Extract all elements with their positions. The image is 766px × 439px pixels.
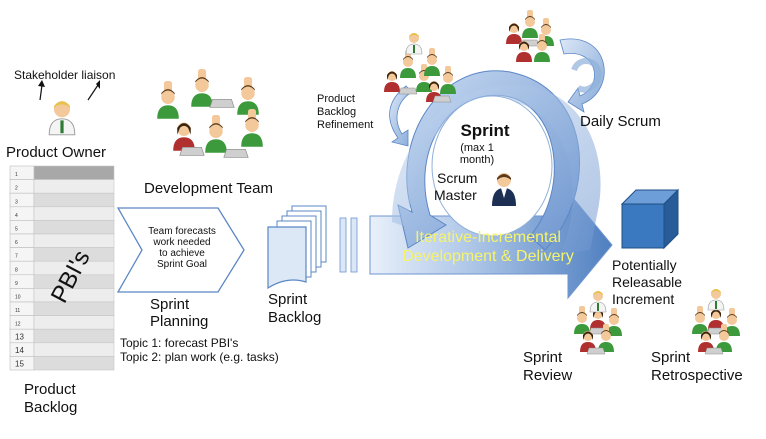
backlog-row-cell bbox=[33, 165, 115, 180]
backlog-row-number: 7 bbox=[15, 254, 18, 260]
arrow-bar-2 bbox=[350, 217, 358, 273]
increment-label-line1: Potentially bbox=[612, 257, 677, 273]
forecast-note-line2: work needed bbox=[152, 237, 210, 248]
backlog-row-number: 12 bbox=[15, 322, 21, 328]
stakeholder-arrow-left bbox=[39, 84, 43, 101]
stakeholder-arrowhead-right bbox=[96, 80, 100, 89]
sprint-retrospective-label-line2: Retrospective bbox=[651, 367, 743, 384]
sprint-backlog-stack-icon bbox=[267, 205, 327, 290]
daily-scrum-team-icon bbox=[506, 10, 554, 62]
backlog-row-number-cell bbox=[9, 179, 35, 194]
product-owner-person-icon bbox=[48, 100, 76, 136]
product-owner-label: Product Owner bbox=[6, 144, 106, 161]
daily-scrum-loop bbox=[571, 58, 602, 93]
sprint-retrospective-team-icon bbox=[692, 288, 740, 355]
sprint-cycle-ring-shadow bbox=[392, 84, 601, 254]
backlog-row-cell bbox=[33, 233, 115, 248]
sprint-duration-line2: month) bbox=[460, 154, 494, 166]
backlog-row-cell bbox=[33, 192, 115, 208]
backlog-row-number-cell bbox=[9, 247, 35, 262]
backlog-row-number: 11 bbox=[15, 308, 20, 314]
backlog-row-number-cell bbox=[9, 206, 35, 221]
backlog-row-number: 2 bbox=[15, 186, 18, 192]
backlog-row-cell bbox=[33, 328, 115, 344]
increment-cube-icon bbox=[620, 188, 680, 250]
backlog-row-number-cell bbox=[9, 274, 35, 289]
backlog-row-number: 10 bbox=[15, 295, 21, 301]
topic-1-label: Topic 1: forecast PBI's bbox=[120, 336, 238, 350]
backlog-row-number-cell bbox=[9, 288, 35, 303]
daily-scrum-label: Daily Scrum bbox=[580, 113, 661, 130]
sprint-backlog-label-line1: Sprint bbox=[268, 291, 308, 308]
increment-label-line3: Increment bbox=[612, 291, 674, 307]
stakeholder-arrow-right bbox=[87, 84, 99, 101]
backlog-row-number: 9 bbox=[15, 281, 18, 287]
sprint-retrospective-label-line1: Sprint bbox=[651, 349, 691, 366]
forecast-note-line4: Sprint Goal bbox=[157, 259, 207, 270]
scrum-master-label-line2: Master bbox=[434, 187, 477, 203]
sprint-duration-line1: (max 1 bbox=[460, 142, 494, 154]
product-backlog-label-line2: Backlog bbox=[24, 399, 77, 416]
backlog-row-number-cell bbox=[9, 260, 35, 276]
sprint-planning-label-line2: Planning bbox=[150, 313, 208, 330]
refinement-label-line3: Refinement bbox=[317, 119, 373, 131]
backlog-row-number: 8 bbox=[15, 267, 18, 273]
development-team-icon bbox=[157, 69, 263, 158]
sprint-review-label-line1: Sprint bbox=[523, 349, 563, 366]
backlog-row-cell bbox=[33, 301, 115, 316]
backlog-row-number: 1 bbox=[15, 172, 18, 178]
sprint-inner-circle bbox=[431, 95, 553, 237]
backlog-row-number-cell bbox=[9, 165, 35, 180]
backlog-row-number: 4 bbox=[15, 213, 18, 219]
product-backlog-label-line1: Product bbox=[24, 381, 77, 398]
topic-2-label: Topic 2: plan work (e.g. tasks) bbox=[120, 350, 279, 364]
backlog-row-number-cell bbox=[9, 315, 35, 330]
backlog-row-number-cell bbox=[9, 192, 35, 208]
backlog-row-number-cell bbox=[9, 233, 35, 248]
backlog-row-cell bbox=[33, 342, 115, 357]
backlog-row-cell bbox=[33, 315, 115, 330]
backlog-row-cell bbox=[33, 356, 115, 371]
refinement-arrow bbox=[389, 85, 413, 147]
scrum-master-label-line1: Scrum bbox=[437, 170, 477, 186]
backlog-row-cell bbox=[33, 206, 115, 221]
backlog-row-number-cell bbox=[9, 301, 35, 316]
sprint-review-label-line2: Review bbox=[523, 367, 572, 384]
increment-label-line2: Releasable bbox=[612, 274, 682, 290]
forecast-note-line3: to achieve bbox=[159, 248, 205, 259]
stakeholder-arrowhead-left bbox=[38, 80, 45, 87]
backlog-row-number: 3 bbox=[15, 199, 18, 205]
stakeholder-liaison-label: Stakeholder liaison bbox=[14, 68, 115, 82]
scrum-master-person-icon bbox=[492, 173, 516, 206]
backlog-row-number: 5 bbox=[15, 227, 18, 233]
development-team-label: Development Team bbox=[144, 180, 273, 197]
backlog-row-number: 14 bbox=[15, 346, 24, 355]
iterative-label-line1: Iterative-Incremental bbox=[415, 229, 561, 246]
backlog-row-number: 15 bbox=[15, 360, 24, 369]
backlog-row-cell bbox=[33, 179, 115, 194]
backlog-row-number: 13 bbox=[15, 332, 24, 341]
sprint-planning-label-line1: Sprint bbox=[150, 296, 190, 313]
backlog-row-number-cell bbox=[9, 220, 35, 235]
sprint-backlog-label-line2: Backlog bbox=[268, 309, 321, 326]
refinement-label-line1: Product bbox=[317, 93, 355, 105]
forecast-note-line1: Team forecasts bbox=[148, 226, 216, 237]
refinement-label-line2: Backlog bbox=[317, 106, 356, 118]
sprint-title: Sprint bbox=[460, 121, 509, 140]
sprint-planning-chevron bbox=[116, 207, 245, 293]
backlog-row-number: 6 bbox=[15, 240, 18, 246]
arrow-bar-1 bbox=[339, 217, 347, 273]
iterative-label-line2: Development & Delivery bbox=[402, 248, 574, 265]
backlog-row-cell bbox=[33, 220, 115, 235]
